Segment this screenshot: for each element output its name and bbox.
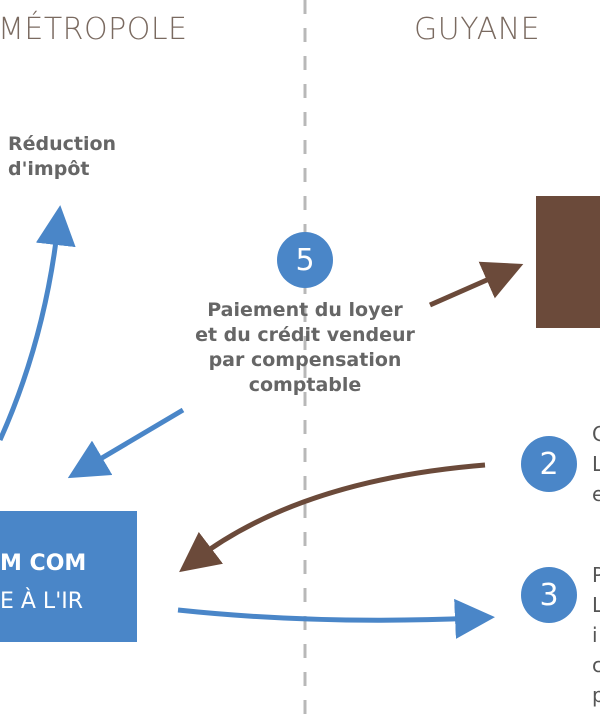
label-line: par compensation	[208, 349, 402, 371]
arrow-step2	[179, 462, 486, 573]
label-line: d'impôt	[8, 158, 90, 180]
box-title: M COM	[0, 551, 87, 576]
label-reduction: Réduction d'impôt	[8, 132, 116, 182]
text-line: L	[592, 593, 600, 617]
text-line: L'	[592, 452, 600, 476]
text-line: e	[592, 482, 600, 506]
arrow-payment-to-guyane	[428, 261, 524, 308]
header-metropole: MÉTROPOLE	[0, 12, 188, 47]
label-line: Paiement du loyer	[207, 299, 403, 321]
arrow-to-reduction	[0, 205, 76, 442]
text-line: i	[592, 623, 598, 647]
guyane-property-box	[536, 196, 600, 328]
text-line: P	[592, 563, 600, 587]
text-line: p	[592, 683, 600, 707]
step-2-badge: 2	[521, 436, 577, 492]
box-subtitle: E À L'IR	[0, 589, 84, 614]
text-line: C	[592, 422, 600, 446]
label-line: et du crédit vendeur	[195, 324, 415, 346]
step-3-badge: 3	[521, 567, 577, 623]
step-5-badge: 5	[277, 232, 333, 288]
arrow-payment-to-metropole	[67, 407, 185, 479]
arrow-step3	[177, 598, 495, 639]
label-line: comptable	[248, 374, 362, 396]
step-2-text: C L' e	[592, 419, 600, 509]
step-3-text: P L i c p	[592, 560, 600, 710]
label-line: Réduction	[8, 133, 117, 155]
header-guyane: GUYANE	[414, 12, 541, 47]
metropole-entity-box: M COM E À L'IR	[0, 511, 137, 642]
label-payment: Paiement du loyer et du crédit vendeur p…	[185, 298, 425, 398]
text-line: c	[592, 653, 600, 677]
